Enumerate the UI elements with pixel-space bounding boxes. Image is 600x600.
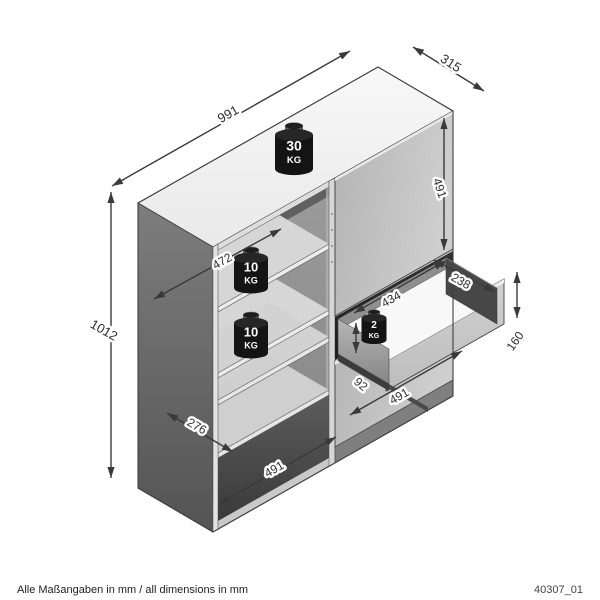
- door-top-bevel: [335, 111, 453, 181]
- weight-unit: KG: [244, 276, 258, 286]
- left-stile-edge: [212, 243, 219, 533]
- dimension-drawer-front-height: 160: [501, 272, 529, 356]
- weight-icon-drawer-load: 2KG: [361, 309, 387, 344]
- weight-value: 10: [244, 325, 258, 340]
- shelf-surface: [218, 355, 329, 453]
- drawer-rail: [338, 354, 389, 391]
- footer: Alle Maßangaben in mm / all dimensions i…: [17, 584, 583, 596]
- weight-unit: KG: [369, 333, 380, 340]
- dimensions-note: Alle Maßangaben in mm / all dimensions i…: [17, 584, 249, 596]
- dimension-label-drawer-front-height: 160: [504, 329, 527, 354]
- weight-value: 30: [286, 137, 302, 153]
- weight-value: 10: [244, 260, 258, 275]
- dimension-depth-total: 315: [412, 46, 485, 92]
- dimension-height-total: 1012: [85, 192, 123, 478]
- article-number: 40307_01: [534, 584, 583, 596]
- weight-value: 2: [371, 320, 377, 331]
- cabinet-outline: [137, 66, 454, 533]
- dimension-label-height-total: 1012: [88, 316, 121, 343]
- dimension-label-depth-total: 315: [438, 51, 464, 75]
- dimension-label-width-total: 991: [215, 102, 241, 126]
- bottom-recess: [218, 395, 329, 521]
- drawer-rail-extension: [389, 384, 428, 412]
- left-side-panel: [137, 202, 214, 533]
- weight-unit: KG: [244, 341, 258, 351]
- center-divider-edge: [328, 177, 336, 467]
- weight-unit: KG: [287, 155, 301, 166]
